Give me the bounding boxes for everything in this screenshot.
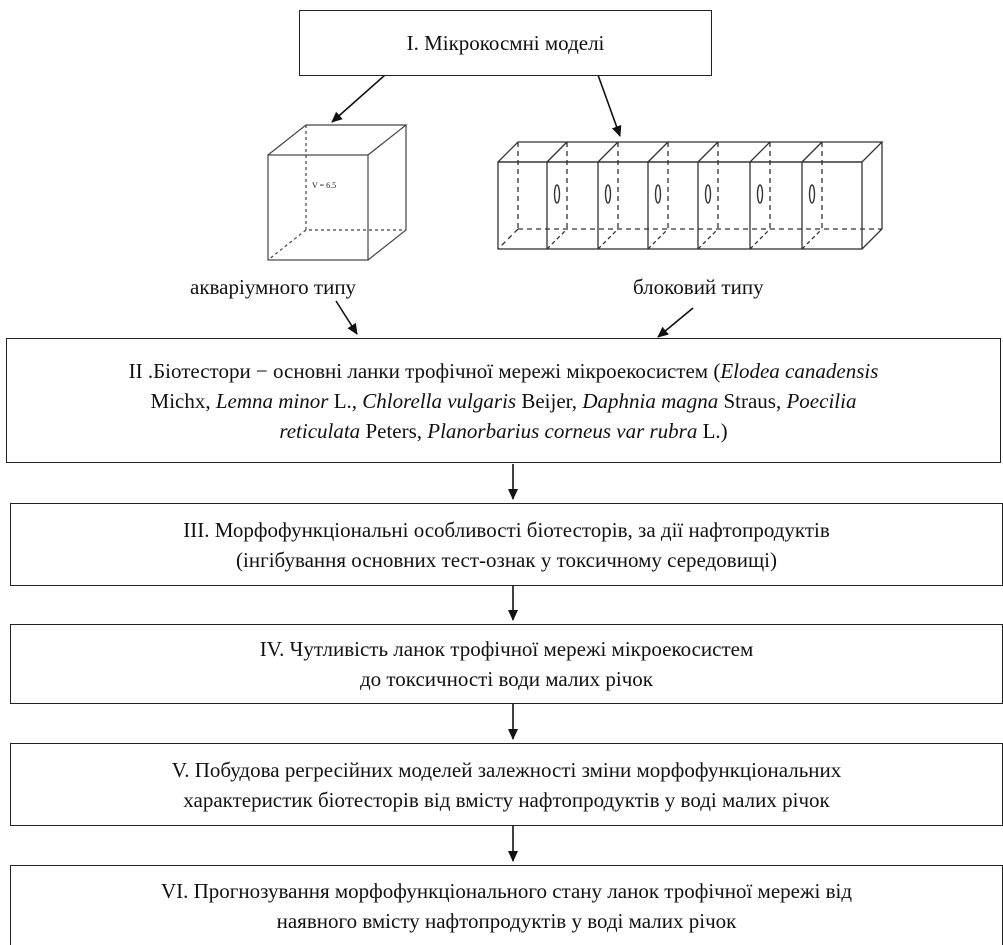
box3-line2: (інгібування основних тест-ознак у токси… bbox=[236, 547, 777, 572]
box-morphofunctional-features: III. Морфофункціональні особливості біот… bbox=[10, 503, 1003, 586]
box1-title: I. Мікрокосмні моделі bbox=[406, 31, 605, 55]
box5-line1: V. Побудова регресійних моделей залежнос… bbox=[171, 757, 842, 782]
box3-line1: III. Морфофункціональні особливості біот… bbox=[183, 517, 830, 542]
arrow-to-aquarium bbox=[331, 74, 386, 123]
box6-line2: наявного вмісту нафтопродуктів у воді ма… bbox=[276, 908, 737, 933]
block-partitions bbox=[546, 141, 823, 250]
box2-line2: Michx, Lemna minor L., Chlorella vulgari… bbox=[150, 388, 857, 413]
arrow-block-to-box2 bbox=[657, 307, 694, 338]
box6-line1: VI. Прогнозування морфофункціонального с… bbox=[160, 878, 853, 903]
label-block-type: блоковий типу bbox=[633, 275, 764, 299]
box-regression-models: V. Побудова регресійних моделей залежнос… bbox=[10, 743, 1003, 826]
block-openings bbox=[553, 184, 816, 204]
box2-line1: II .Біотестори − основні ланки трофічної… bbox=[128, 358, 879, 383]
box-biotesters: II .Біотестори − основні ланки трофічної… bbox=[6, 338, 1001, 463]
arrow-aquarium-to-box2 bbox=[335, 300, 358, 335]
label-aquarium-type: акваріумного типу bbox=[190, 275, 357, 299]
box5-line2: характеристик біотесторів від вмісту наф… bbox=[183, 787, 830, 812]
arrow-to-block bbox=[597, 74, 622, 137]
cube-volume-note: V = 6.5 bbox=[312, 181, 337, 190]
box4-line1: IV. Чутливість ланок трофічної мережі мі… bbox=[259, 637, 754, 661]
block-model bbox=[497, 141, 884, 250]
box4-line2: до токсичності води малих річок bbox=[359, 667, 654, 691]
aquarium-cube bbox=[267, 124, 408, 261]
box-microcosm-models: I. Мікрокосмні моделі bbox=[299, 10, 712, 76]
box-sensitivity: IV. Чутливість ланок трофічної мережі мі… bbox=[10, 624, 1003, 704]
box2-line3: reticulata Peters, Planorbarius corneus … bbox=[279, 418, 728, 443]
box-forecasting: VI. Прогнозування морфофункціонального с… bbox=[10, 865, 1003, 945]
